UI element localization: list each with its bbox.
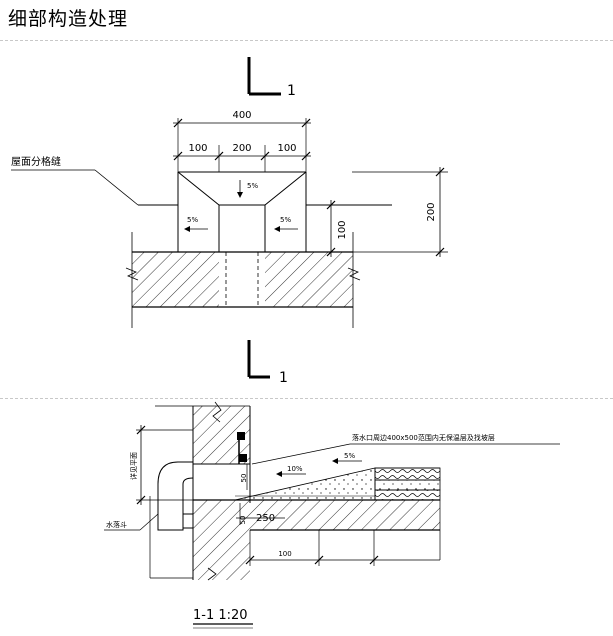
slope-5: 5% <box>332 452 362 464</box>
dim-part-1: 100 <box>188 143 207 154</box>
dim-total-label: 400 <box>232 110 251 121</box>
slope-left: 5% <box>184 216 208 232</box>
page-title: 细部构造处理 <box>8 8 129 30</box>
note-outlet-label: 落水口周边400x500范围内无保温层及找坡层 <box>352 433 495 442</box>
section-title-label: 1-1 1:20 <box>193 608 248 623</box>
top-detail: 1 400 100 200 100 <box>11 57 448 386</box>
dimension-right: 200 <box>352 167 448 257</box>
note-outlet: 落水口周边400x500范围内无保温层及找坡层 <box>251 433 560 465</box>
slope-center-label: 5% <box>247 182 258 190</box>
section-title: 1-1 1:20 <box>193 608 253 629</box>
dimension-250: 50 250 <box>236 503 285 525</box>
title-divider <box>0 40 613 41</box>
callout-outlet: 水落斗 <box>104 513 159 531</box>
dim-50b-label: 50 <box>239 516 247 525</box>
callout-roof-joint-label: 屋面分格缝 <box>11 155 61 168</box>
dim-right-label: 200 <box>426 202 437 221</box>
section-mark-bottom: 1 <box>247 340 288 386</box>
slope-right-label: 5% <box>280 216 291 224</box>
dim-part-3: 100 <box>277 143 296 154</box>
slope-10-label: 10% <box>287 465 303 473</box>
section-mark-bottom-number: 1 <box>279 370 288 386</box>
callout-roof-joint: 屋面分格缝 <box>11 155 139 206</box>
section-mark-top: 1 <box>247 57 296 99</box>
slope-right: 5% <box>274 216 298 232</box>
dim-part-2: 200 <box>232 143 251 154</box>
dim-50-label: 50 <box>240 474 248 483</box>
parapet-wall <box>155 401 251 581</box>
slope-center: 5% <box>237 180 258 198</box>
dimension-inner: 100 <box>326 200 348 257</box>
dimension-height: 详见平面 <box>129 425 193 505</box>
roof-slab <box>193 499 441 560</box>
slope-10: 10% <box>276 465 306 477</box>
callout-outlet-label: 水落斗 <box>106 520 127 529</box>
dim-inner-label: 100 <box>337 220 348 239</box>
dimension-50: 50 <box>240 464 248 490</box>
section-divider <box>0 398 613 399</box>
dimension-parts: 100 200 100 <box>173 143 311 172</box>
rain-outlet-pipe <box>149 461 194 579</box>
concrete-slab <box>125 232 361 328</box>
slope-left-label: 5% <box>187 216 198 224</box>
dimension-total: 400 <box>173 110 311 172</box>
insulation-layers <box>234 467 441 501</box>
joint-profile <box>138 171 392 252</box>
dim-height-label: 详见平面 <box>129 452 138 480</box>
slope-5-label: 5% <box>344 452 355 460</box>
bottom-detail: 详见平面 水落斗 10% <box>104 401 560 629</box>
dim-bottom-label: 100 <box>278 550 291 558</box>
section-mark-number: 1 <box>287 83 296 99</box>
dimension-bottom: 100 <box>245 530 440 566</box>
dim-250-label: 250 <box>256 513 275 524</box>
